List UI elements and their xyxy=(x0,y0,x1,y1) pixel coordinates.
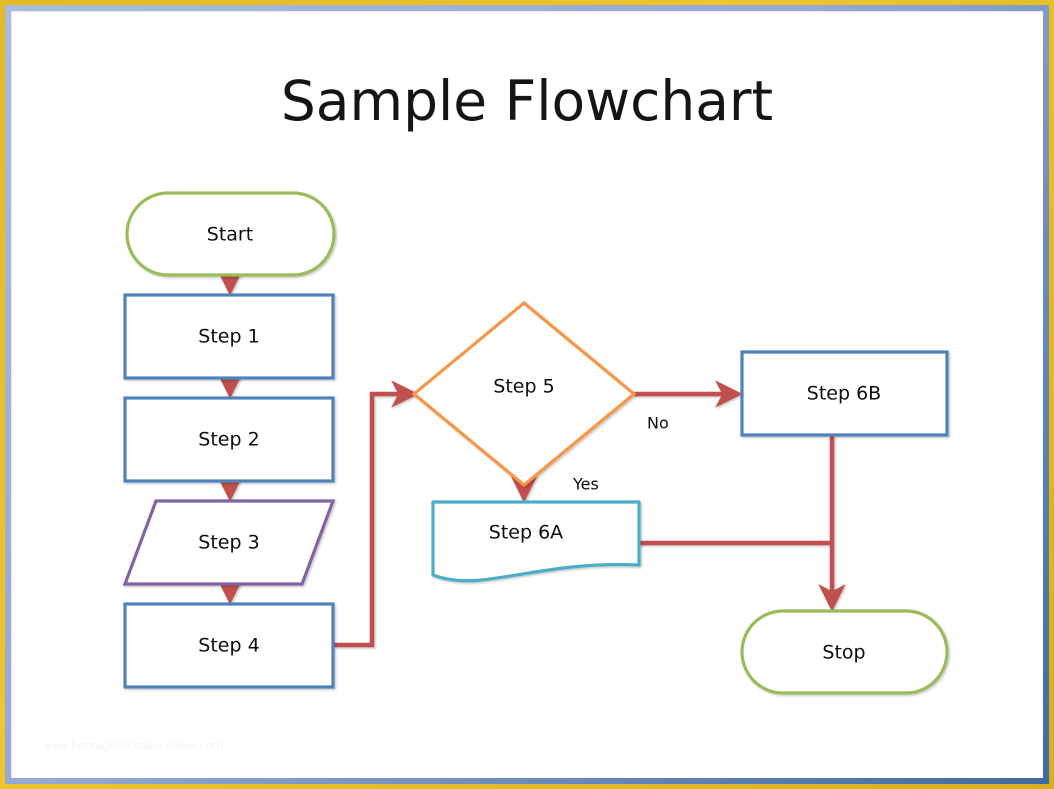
node-step5-label: Step 5 xyxy=(493,376,554,398)
node-start-label: Start xyxy=(207,224,253,246)
node-step5[interactable]: Step 5 xyxy=(411,300,637,488)
node-step6a[interactable]: Step 6A xyxy=(431,500,641,583)
node-step6b-label: Step 6B xyxy=(807,383,881,405)
node-step4-label: Step 4 xyxy=(198,635,259,657)
node-stop-shape xyxy=(740,609,949,695)
node-stop-label: Stop xyxy=(822,642,865,664)
node-step2[interactable]: Step 2 xyxy=(123,396,335,483)
node-step2-label: Step 2 xyxy=(198,429,259,451)
node-step1[interactable]: Step 1 xyxy=(123,293,335,380)
node-step1-label: Step 1 xyxy=(198,326,259,348)
node-stop[interactable]: Stop xyxy=(740,609,949,695)
node-step6a-shape xyxy=(431,500,641,583)
slide-canvas: Sample Flowchart xyxy=(12,12,1042,777)
page-title: Sample Flowchart xyxy=(280,69,774,133)
edge-label-no: No xyxy=(647,414,669,433)
node-step6b[interactable]: Step 6B xyxy=(740,350,949,437)
node-step4[interactable]: Step 4 xyxy=(123,602,335,689)
watermark-text: www.heritagechristiancollege.com xyxy=(43,739,223,752)
node-step4-shape xyxy=(123,602,335,689)
node-step3[interactable]: Step 3 xyxy=(122,499,336,586)
connector-step4-to-step5 xyxy=(333,380,419,648)
node-step3-shape xyxy=(122,499,336,586)
node-step3-label: Step 3 xyxy=(198,532,259,554)
node-step2-shape xyxy=(123,396,335,483)
node-step6b-shape xyxy=(740,350,949,437)
node-step6a-label: Step 6A xyxy=(489,522,563,544)
node-step1-shape xyxy=(123,293,335,380)
flowchart-svg: Start Step 1 Step 2 Step 3 Step 4 xyxy=(122,191,949,695)
node-start[interactable]: Start xyxy=(125,191,336,277)
node-start-shape xyxy=(125,191,336,277)
edge-label-yes: Yes xyxy=(572,475,599,494)
node-step5-shape xyxy=(411,300,637,488)
